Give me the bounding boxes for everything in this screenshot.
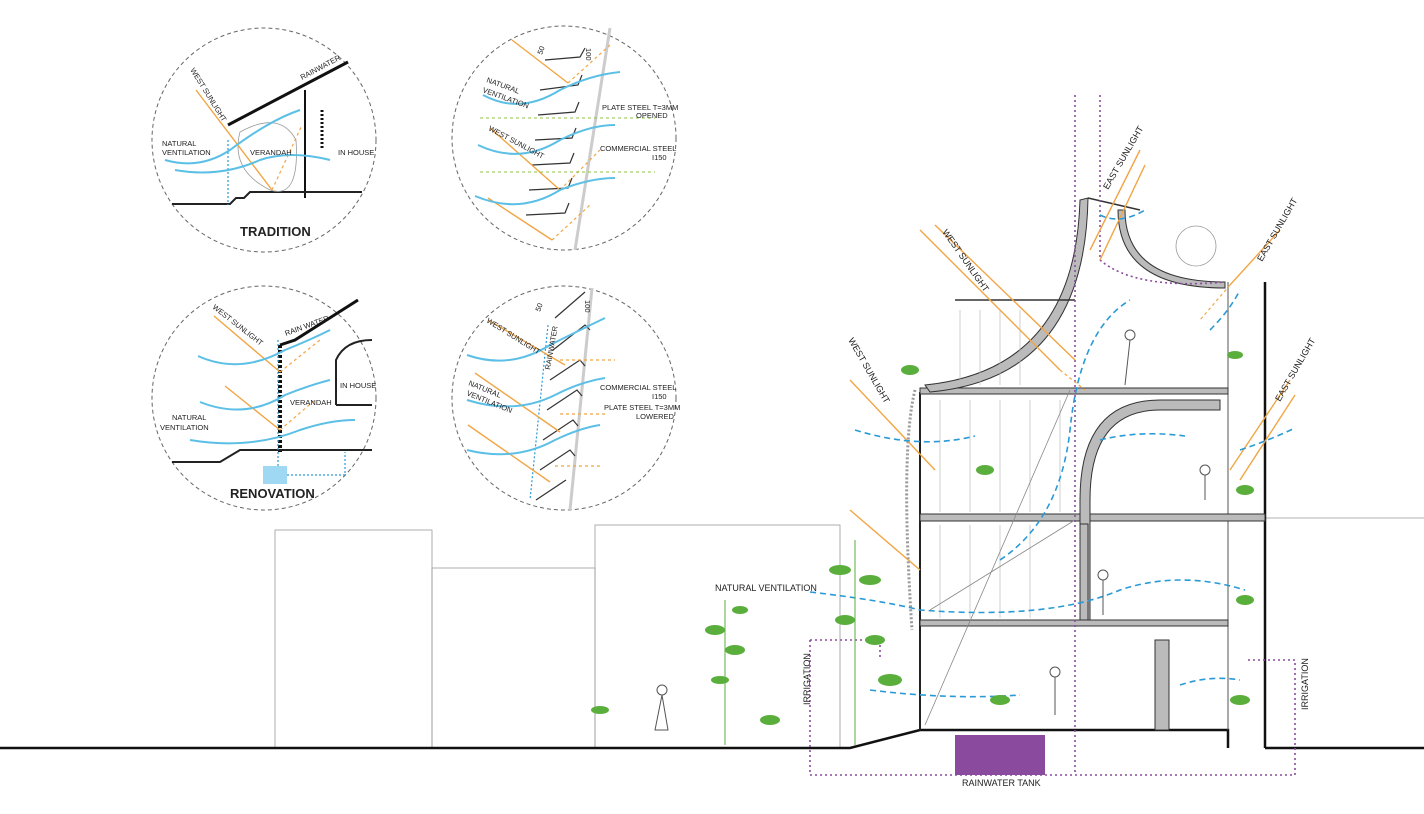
commercial-steel-label: COMMERCIAL STEEL: [600, 383, 676, 392]
natural-ventilation-label: NATURAL: [172, 413, 206, 422]
natural-ventilation-label: VENTILATION: [162, 148, 211, 157]
in-house-label: IN HOUSE: [338, 148, 374, 157]
house-section: [905, 197, 1267, 748]
east-sunlight-label: EAST SUNLIGHT: [1273, 336, 1318, 403]
rainwater-tank: [955, 735, 1045, 775]
commercial-steel-label: I150: [652, 392, 667, 401]
natural-ventilation-label: NATURAL VENTILATION: [715, 583, 817, 593]
neighbor-buildings: [274, 517, 1424, 749]
ground-line: [0, 728, 1424, 750]
west-sunlight-label: WEST SUNLIGHT: [487, 124, 546, 161]
west-sunlight-label: WEST SUNLIGHT: [188, 66, 228, 123]
natural-ventilation-label: VENTILATION: [160, 423, 209, 432]
west-sunlight-label: WEST SUNLIGHT: [211, 302, 265, 347]
irrigation-label-right: IRRIGATION: [1300, 658, 1310, 710]
dimension-label: 100: [583, 300, 592, 313]
people: [654, 329, 1211, 731]
east-sunlight-label: EAST SUNLIGHT: [1255, 196, 1300, 263]
renovation-diagram: WEST SUNLIGHT RAIN WATER IN HOUSE VERAND…: [151, 285, 377, 511]
dimension-label: 50: [533, 302, 544, 313]
plate-steel-label: LOWERED: [636, 412, 675, 421]
plate-steel-label: PLATE STEEL T=3MM: [602, 103, 678, 112]
dimension-label: 50: [535, 45, 546, 56]
east-sunlight-label: EAST SUNLIGHT: [1101, 124, 1146, 191]
verandah-label: VERANDAH: [250, 148, 292, 157]
louver-opened-diagram: NATURAL VENTILATION WEST SUNLIGHT PLATE …: [451, 25, 678, 251]
commercial-steel-label: COMMERCIAL STEEL: [600, 144, 676, 153]
louver-lowered-diagram: WEST SUNLIGHT RAINWATER NATURAL VENTILAT…: [451, 285, 680, 511]
rainwater-tank-label: RAINWATER TANK: [962, 778, 1041, 788]
in-house-label: IN HOUSE: [340, 381, 376, 390]
tradition-diagram: WEST SUNLIGHT RAINWATER NATURAL VENTILAT…: [151, 27, 377, 253]
renovation-caption: RENOVATION: [230, 486, 315, 501]
irrigation-system: RAINWATER TANK IRRIGATION IRRIGATION: [802, 95, 1310, 788]
plate-steel-label: PLATE STEEL T=3MM: [604, 403, 680, 412]
verandah-label: VERANDAH: [290, 398, 332, 407]
irrigation-label-left: IRRIGATION: [802, 653, 812, 705]
west-sunlight-label: WEST SUNLIGHT: [846, 336, 892, 405]
plants: [591, 351, 1254, 745]
dimension-label: 100: [584, 48, 593, 61]
west-sunlight-label: WEST SUNLIGHT: [485, 316, 542, 356]
tradition-caption: TRADITION: [240, 224, 311, 239]
west-sunlight-label: WEST SUNLIGHT: [940, 227, 991, 294]
plate-steel-label: OPENED: [636, 111, 668, 120]
commercial-steel-label: I150: [652, 153, 667, 162]
natural-ventilation-label: NATURAL: [162, 139, 196, 148]
